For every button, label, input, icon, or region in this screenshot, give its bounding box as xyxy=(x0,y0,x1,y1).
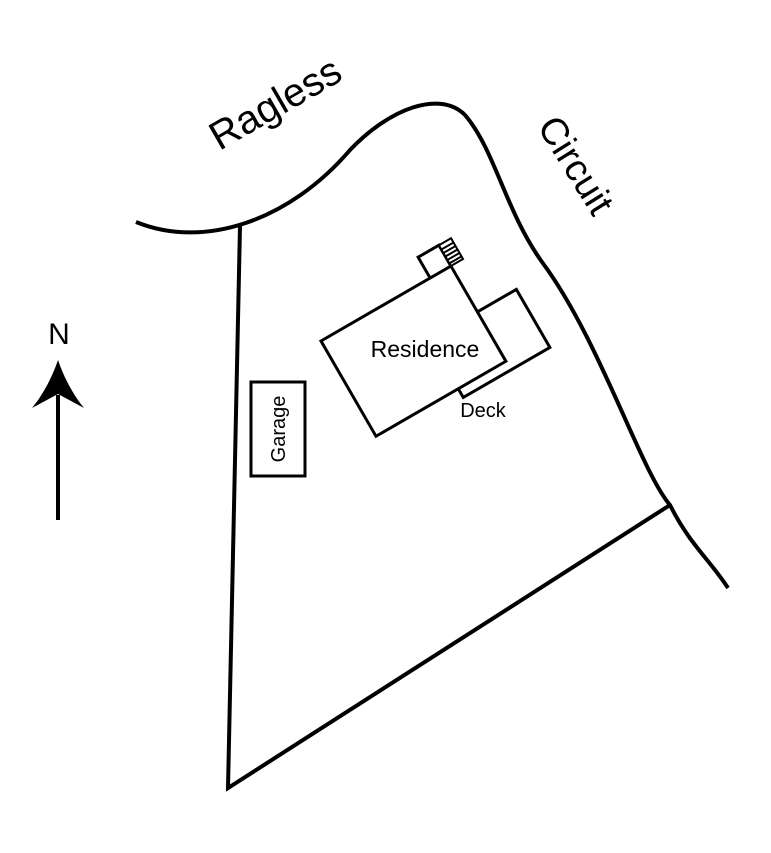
ragless-street-label: Ragless xyxy=(202,49,349,159)
residence-porch-stair-treads xyxy=(440,241,463,265)
property-boundary xyxy=(225,225,672,792)
north-arrow xyxy=(32,360,84,520)
garage-outline xyxy=(249,380,307,478)
deck-label: Deck xyxy=(460,400,507,422)
north-arrow-head-icon xyxy=(32,360,84,408)
circuit-street-label: Circuit xyxy=(529,109,622,223)
residence-label: Residence xyxy=(371,336,480,362)
north-label: N xyxy=(48,318,70,351)
garage-label: Garage xyxy=(268,396,290,463)
residence-outline xyxy=(318,263,508,439)
